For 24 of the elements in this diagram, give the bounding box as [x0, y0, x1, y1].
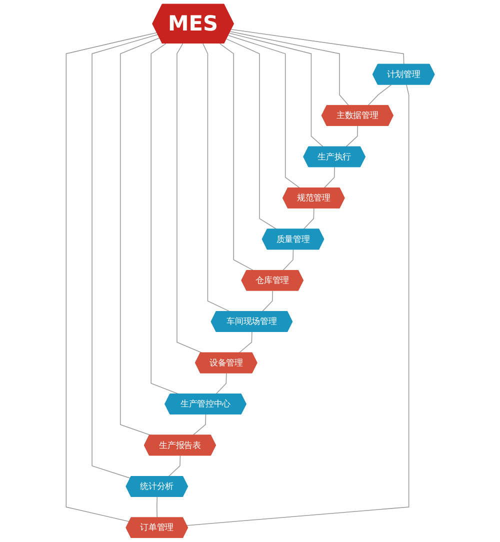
connector — [261, 290, 273, 312]
connector — [302, 208, 314, 230]
connector — [168, 455, 180, 477]
connector — [282, 249, 294, 271]
connector — [156, 496, 158, 518]
connector — [228, 34, 300, 188]
connector — [229, 31, 349, 106]
connector — [91, 34, 158, 479]
connector — [186, 84, 409, 526]
connector — [176, 43, 202, 354]
connector — [219, 43, 254, 271]
connector — [230, 29, 404, 65]
connector — [65, 32, 158, 522]
connector — [192, 414, 206, 436]
connector — [238, 332, 252, 354]
connector — [345, 126, 358, 148]
connector — [228, 32, 324, 148]
connector — [323, 166, 335, 188]
connector — [150, 43, 179, 394]
connector — [215, 372, 226, 394]
connector — [202, 43, 230, 312]
connector — [120, 38, 160, 436]
connector — [226, 38, 277, 230]
connector — [367, 84, 392, 106]
